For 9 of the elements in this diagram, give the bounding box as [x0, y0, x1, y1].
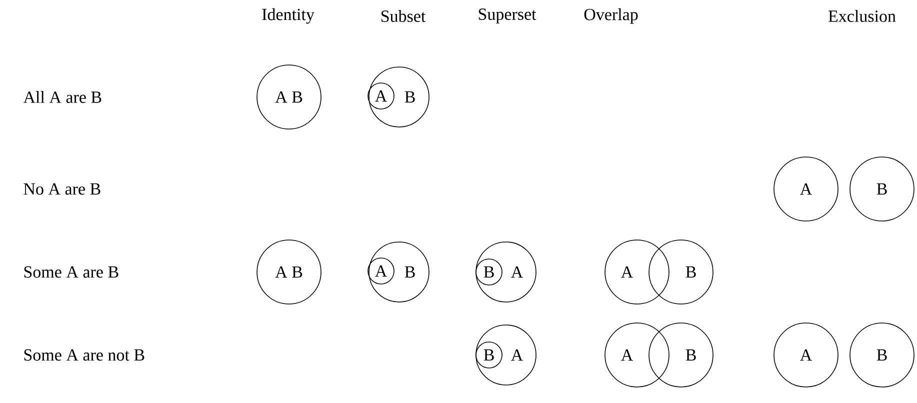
column-heading: Superset: [478, 8, 536, 24]
column-heading: Exclusion: [828, 10, 896, 22]
row-label: Some A are not B: [24, 349, 144, 361]
column-heading: Subset: [381, 10, 426, 22]
row-label: Some A are B: [24, 266, 118, 278]
column-heading: Overlap: [584, 8, 638, 24]
row-label: All A are B: [23, 91, 102, 103]
row-label: No A are B: [24, 183, 100, 195]
column-heading: Identity: [262, 8, 314, 24]
